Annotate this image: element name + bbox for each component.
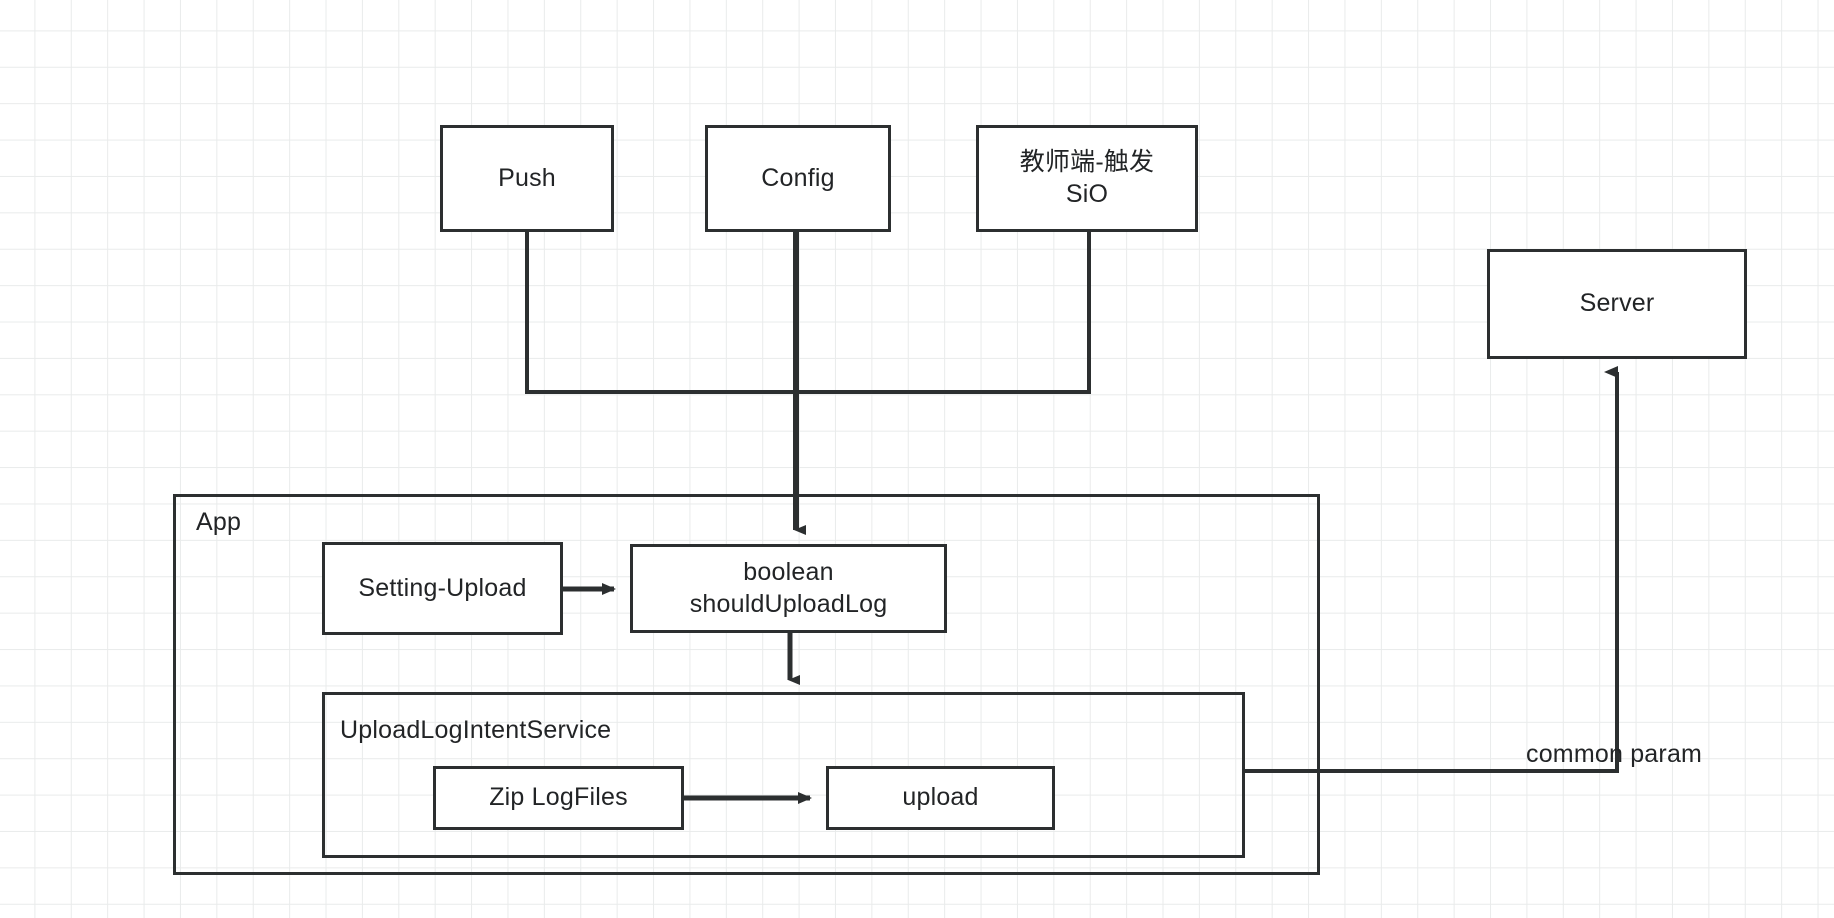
node-config[interactable]: Config — [705, 125, 891, 232]
node-should-upload-log-label: boolean shouldUploadLog — [689, 558, 888, 618]
node-should-upload-log[interactable]: boolean shouldUploadLog — [630, 544, 947, 633]
node-server-label: Server — [1579, 289, 1655, 318]
node-teacher-sio-label: 教师端-触发 SiO — [1019, 148, 1155, 208]
group-app-label: App — [196, 508, 242, 536]
node-config-label: Config — [761, 163, 835, 192]
group-upload-log-intent-service[interactable] — [322, 692, 1245, 858]
node-setting-upload-label: Setting-Upload — [358, 573, 527, 602]
node-upload-label: upload — [902, 783, 979, 812]
edge-push-to-bus — [525, 232, 1090, 394]
node-zip-logfiles-label: Zip LogFiles — [489, 783, 628, 812]
edge-label-common-param: common param — [1526, 740, 1703, 768]
node-push[interactable]: Push — [440, 125, 614, 232]
node-server[interactable]: Server — [1487, 249, 1747, 359]
group-upload-log-intent-service-label: UploadLogIntentService — [340, 716, 612, 744]
node-upload[interactable]: upload — [826, 766, 1055, 830]
edge-service-to-server — [1245, 366, 1619, 773]
node-setting-upload[interactable]: Setting-Upload — [322, 542, 563, 635]
edge-teachersio-to-bus — [527, 232, 1091, 394]
node-push-label: Push — [498, 163, 556, 192]
node-zip-logfiles[interactable]: Zip LogFiles — [433, 766, 684, 830]
group-app[interactable] — [173, 494, 1320, 875]
node-teacher-sio[interactable]: 教师端-触发 SiO — [976, 125, 1198, 232]
